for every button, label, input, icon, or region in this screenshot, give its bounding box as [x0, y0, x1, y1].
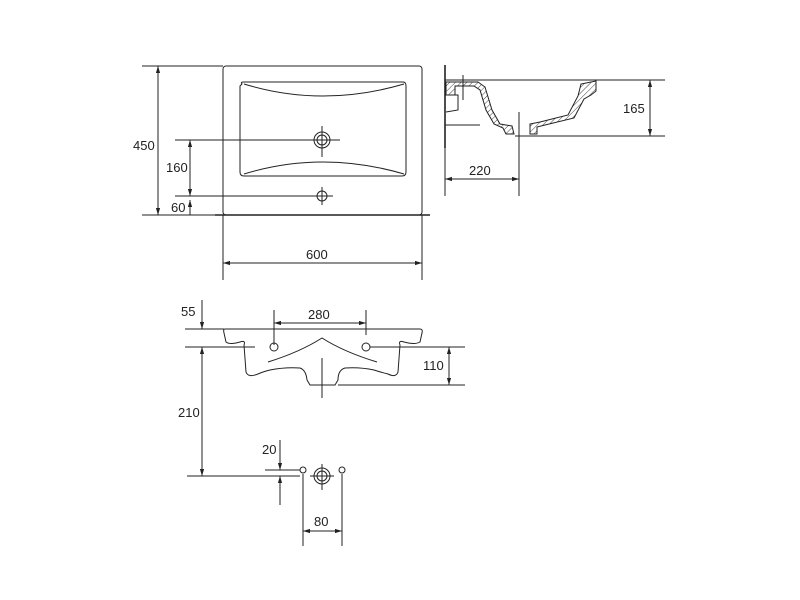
dim-drain-distance: 220: [469, 163, 491, 178]
dim-waste-offset: 20: [262, 442, 276, 457]
dim-rim: 55: [181, 304, 195, 319]
side-view: 165 220: [444, 65, 665, 196]
top-view: 450 160 60 600: [133, 65, 430, 280]
front-profile: [223, 328, 423, 386]
dim-width: 600: [306, 247, 328, 262]
dim-bowl-depth: 110: [423, 358, 444, 373]
dim-depth: 450: [133, 138, 155, 153]
bowl-outline: [239, 81, 407, 177]
dim-hole-spacing: 280: [308, 307, 330, 322]
dim-tap-offset: 60: [171, 200, 185, 215]
dim-waste-height: 210: [178, 405, 200, 420]
dim-waste-spacing: 80: [314, 514, 328, 529]
front-view: 280 55 210 110 20 80: [178, 300, 465, 546]
dim-height: 165: [623, 101, 645, 116]
dim-drain-offset: 160: [166, 160, 188, 175]
